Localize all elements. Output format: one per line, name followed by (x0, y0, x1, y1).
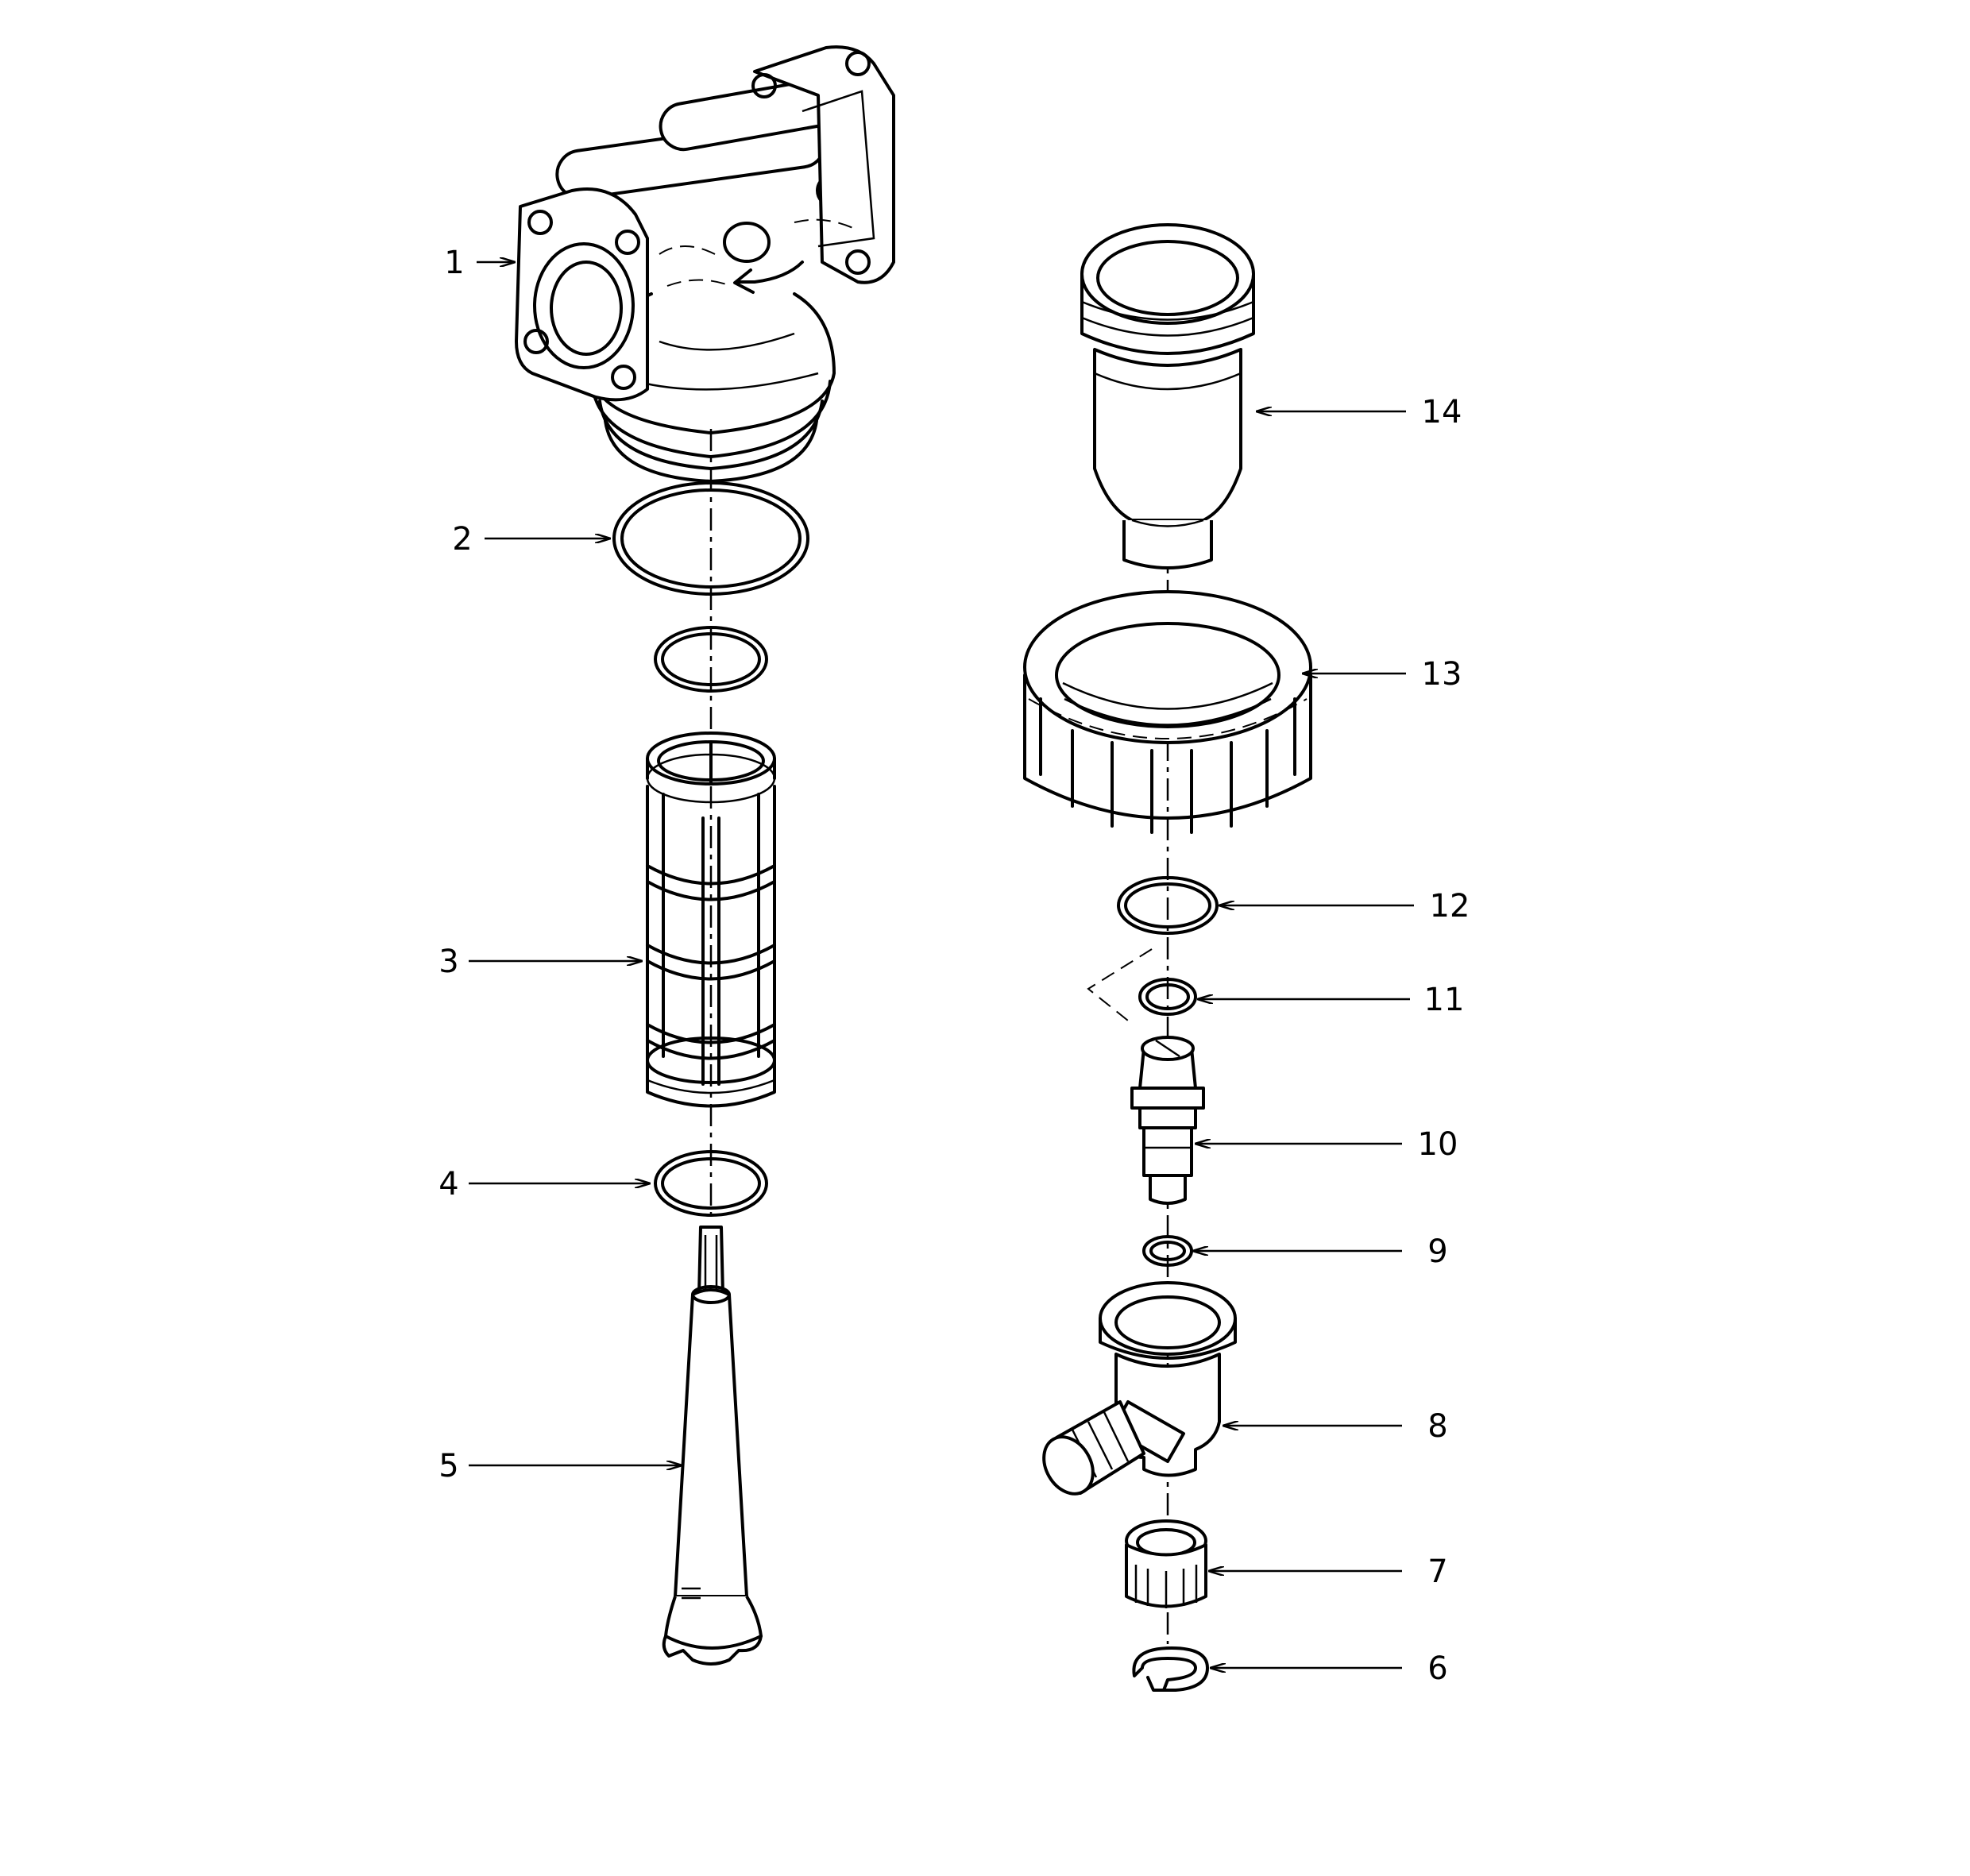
callout-3: 3 (438, 944, 458, 980)
callout-12: 12 (1430, 888, 1470, 924)
part-6-retaining-clip (1132, 1646, 1209, 1692)
callout-4: 4 (438, 1166, 458, 1202)
part-14-filter-bowl (1080, 223, 1255, 569)
part-10-drain-valve-insert (1130, 1036, 1205, 1205)
part-3-upper-seal-ring (654, 626, 768, 693)
callout-1: 1 (444, 245, 464, 281)
callout-11: 11 (1424, 982, 1465, 1018)
callout-7: 7 (1427, 1554, 1447, 1590)
callout-14: 14 (1422, 394, 1462, 430)
callout-9: 9 (1427, 1233, 1447, 1270)
callout-8: 8 (1427, 1408, 1447, 1445)
part-8-drain-body (1042, 1281, 1237, 1496)
part-12-o-ring (1117, 876, 1219, 935)
part-5-center-stem (662, 1226, 763, 1666)
part-4-o-ring (654, 1150, 768, 1217)
callout-2: 2 (452, 521, 472, 558)
callout-13: 13 (1422, 656, 1462, 693)
part-11-small-o-ring (1087, 948, 1197, 1021)
callout-5: 5 (438, 1448, 458, 1484)
part-3-filter-cartridge (646, 731, 776, 1108)
part-2-large-o-ring (612, 481, 809, 596)
part-9-tiny-o-ring (1142, 1235, 1193, 1267)
part-1-filter-head (515, 45, 895, 483)
part-13-retaining-ring (1023, 590, 1312, 834)
callout-10: 10 (1418, 1126, 1458, 1163)
part-7-nut (1125, 1519, 1207, 1608)
callout-6: 6 (1427, 1650, 1447, 1687)
